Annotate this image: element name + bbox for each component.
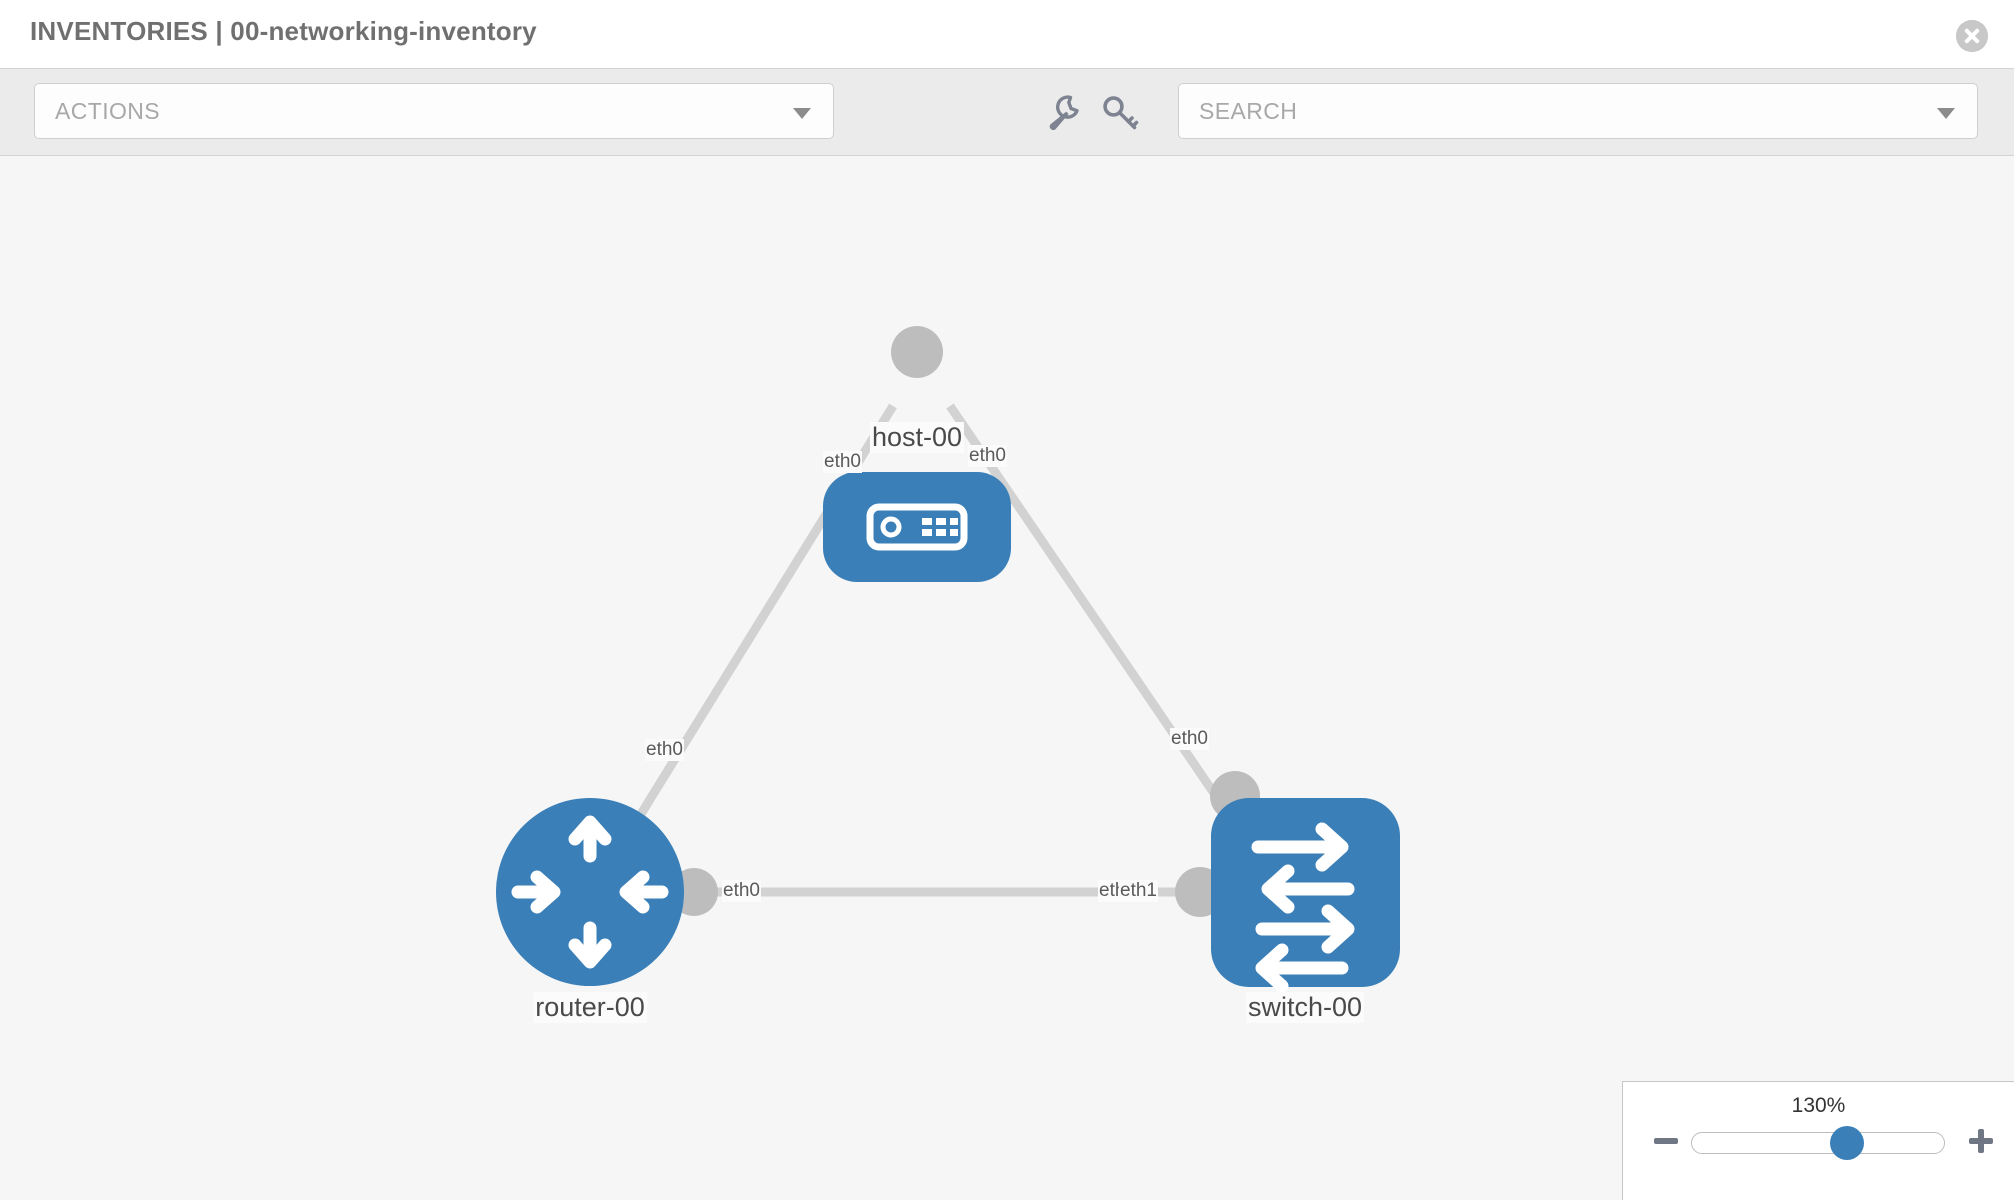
actions-dropdown[interactable]: ACTIONS: [34, 83, 834, 139]
node-router-00[interactable]: [496, 798, 684, 986]
node-label-host-00: host-00: [869, 422, 965, 453]
router-arrows-icon: [511, 815, 669, 969]
zoom-control-panel: 130%: [1622, 1081, 2014, 1200]
search-input[interactable]: SEARCH: [1178, 83, 1978, 139]
iface-label-router00-uplink: eth0: [645, 739, 684, 761]
iface-label-host00-right: eth0: [968, 445, 1007, 467]
search-placeholder: SEARCH: [1199, 98, 1298, 124]
zoom-slider-thumb[interactable]: [1829, 1126, 1864, 1160]
node-router-00-shape[interactable]: [496, 798, 684, 986]
search-chevron-down-icon[interactable]: [1937, 108, 1955, 119]
iface-label-host00-left: eth0: [823, 451, 862, 473]
node-label-router-00: router-00: [533, 992, 647, 1023]
page-title: INVENTORIES | 00-networking-inventory: [30, 16, 537, 46]
minus-icon[interactable]: [1651, 1126, 1681, 1156]
node-host-00[interactable]: [823, 472, 1011, 582]
zoom-slider[interactable]: [1691, 1126, 1945, 1160]
node-host-00-shape[interactable]: [823, 472, 1011, 582]
server-icon: [866, 503, 968, 551]
close-icon[interactable]: [1956, 20, 1988, 52]
topology-graph: [496, 326, 1400, 993]
toolbar: ACTIONS SEARCH: [0, 68, 2014, 156]
switch-arrows-icon: [1251, 822, 1355, 993]
wrench-icon[interactable]: [1040, 91, 1084, 135]
iface-label-router00-eth0: eth0: [722, 880, 761, 902]
key-icon[interactable]: [1098, 91, 1142, 135]
chevron-down-icon: [793, 108, 811, 119]
plus-icon[interactable]: [1966, 1126, 1996, 1156]
node-label-switch-00: switch-00: [1245, 992, 1365, 1023]
iface-label-switch00-eth1: eth1: [1119, 880, 1158, 902]
node-switch-00[interactable]: [1211, 798, 1400, 993]
iface-label-switch00-uplink: eth0: [1170, 728, 1209, 750]
link-host00-switch00[interactable]: [946, 403, 1254, 849]
zoom-percent-label: 130%: [1791, 1094, 1846, 1117]
actions-dropdown-label: ACTIONS: [55, 98, 161, 124]
nub-host00-right[interactable]: [891, 326, 943, 378]
topology-canvas[interactable]: host-00 router-00 switch-00 eth0 eth0 et…: [0, 156, 2014, 1200]
page-header: INVENTORIES | 00-networking-inventory: [0, 0, 2014, 68]
